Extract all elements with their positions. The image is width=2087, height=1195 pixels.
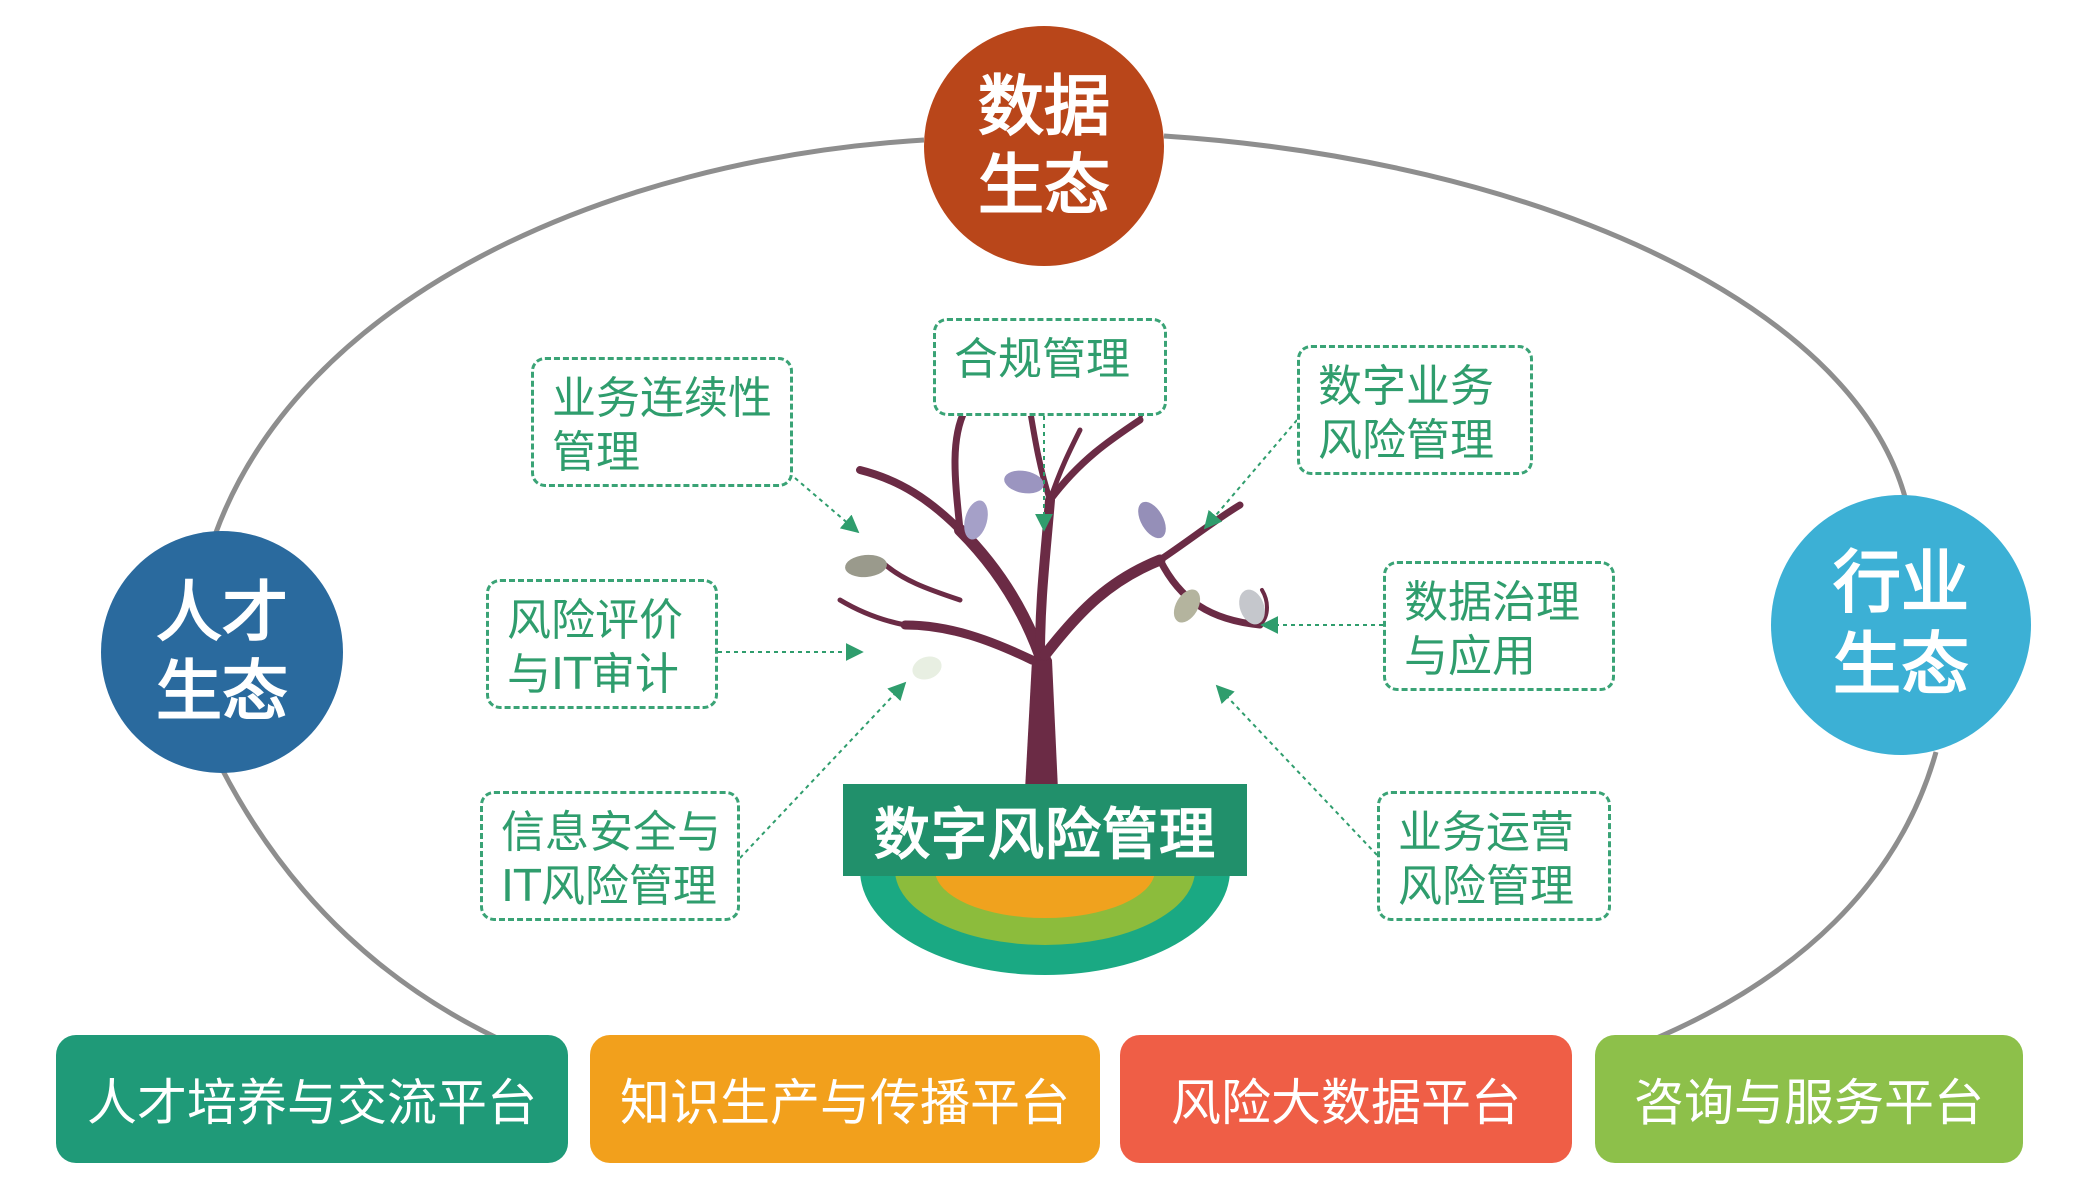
digital-risk-management-label: 数字风险管理	[843, 784, 1247, 876]
infosec-box: 信息安全与 IT风险管理	[480, 791, 740, 921]
infosec-line1: 信息安全与	[501, 807, 721, 858]
business-continuity-line1: 业务连续性	[552, 373, 772, 424]
compliance-box: 合规管理	[933, 318, 1167, 416]
data-ecosystem-line1: 数据	[978, 67, 1110, 145]
operations-risk-box: 业务运营 风险管理	[1377, 791, 1611, 921]
talent-ecosystem-circle: 人才 生态	[101, 531, 343, 773]
talent-ecosystem-line1: 人才	[156, 573, 288, 651]
ground-arcs	[860, 870, 1230, 975]
data-governance-line1: 数据治理	[1404, 577, 1580, 628]
connector-infosec	[739, 681, 907, 859]
industry-ecosystem-line2: 生态	[1832, 626, 1969, 705]
data-governance-box: 数据治理 与应用	[1383, 561, 1615, 691]
talent-platform-bar: 人才培养与交流平台	[56, 1035, 568, 1163]
leaf-icon	[845, 470, 1265, 680]
risk-evaluation-line2: 与IT审计	[507, 648, 679, 700]
operations-risk-line2: 风险管理	[1398, 860, 1574, 912]
ring-arc-top-right	[1163, 133, 1908, 498]
digital-business-risk-line2: 风险管理	[1318, 414, 1494, 466]
connector-operations	[1215, 684, 1378, 856]
data-governance-line2: 与应用	[1404, 630, 1536, 682]
business-continuity-box: 业务连续性 管理	[531, 357, 793, 487]
infosec-line2: IT风险管理	[501, 860, 717, 912]
connector-biz-digital	[1203, 419, 1298, 530]
data-ecosystem-circle: 数据 生态	[924, 26, 1164, 266]
operations-risk-line1: 业务运营	[1398, 807, 1574, 858]
business-continuity-line2: 管理	[552, 426, 640, 478]
ring-arc-top-left	[212, 137, 925, 536]
ring-arc-bottom-left	[219, 767, 514, 1048]
risk-evaluation-box: 风险评价 与IT审计	[486, 579, 718, 709]
connector-continuity	[794, 477, 860, 534]
industry-ecosystem-circle: 行业 生态	[1771, 495, 2031, 755]
digital-business-risk-line1: 数字业务	[1318, 361, 1494, 412]
tree-icon	[837, 368, 1269, 790]
consulting-platform-bar: 咨询与服务平台	[1595, 1035, 2023, 1163]
compliance-line1: 合规管理	[954, 334, 1130, 385]
data-ecosystem-line2: 生态	[978, 147, 1110, 224]
risk-bigdata-platform-bar: 风险大数据平台	[1120, 1035, 1572, 1163]
risk-evaluation-line1: 风险评价	[507, 595, 683, 646]
ring-arc-bottom-right	[1639, 751, 1939, 1048]
knowledge-platform-bar: 知识生产与传播平台	[590, 1035, 1100, 1163]
industry-ecosystem-line1: 行业	[1832, 544, 1969, 624]
digital-business-risk-box: 数字业务 风险管理	[1297, 345, 1533, 475]
talent-ecosystem-line2: 生态	[156, 653, 288, 730]
connectors	[718, 416, 1383, 859]
